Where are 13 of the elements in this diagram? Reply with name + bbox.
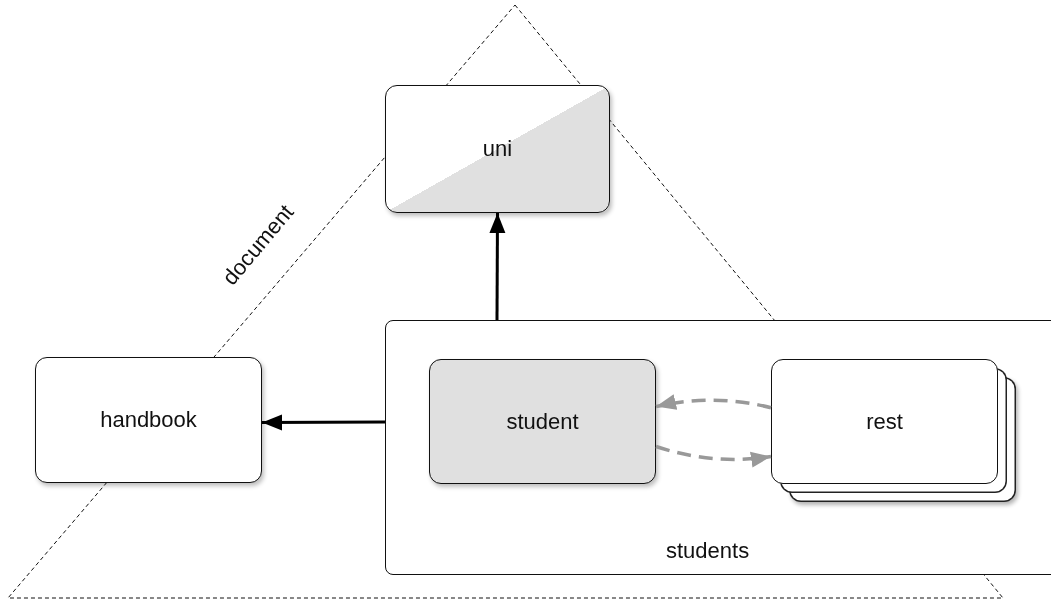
arrow bbox=[262, 414, 385, 431]
node-label: students bbox=[666, 538, 750, 564]
arrow bbox=[655, 444, 772, 468]
process-box bbox=[385, 85, 610, 213]
process-box bbox=[429, 359, 656, 484]
process-box bbox=[35, 357, 262, 483]
node-label: uni bbox=[482, 136, 513, 162]
node-label: rest bbox=[866, 408, 903, 435]
group-box bbox=[385, 320, 1051, 575]
arrow bbox=[489, 213, 506, 320]
node-label: student bbox=[506, 408, 579, 435]
arrow bbox=[655, 394, 772, 411]
node-label: handbook bbox=[100, 407, 197, 433]
